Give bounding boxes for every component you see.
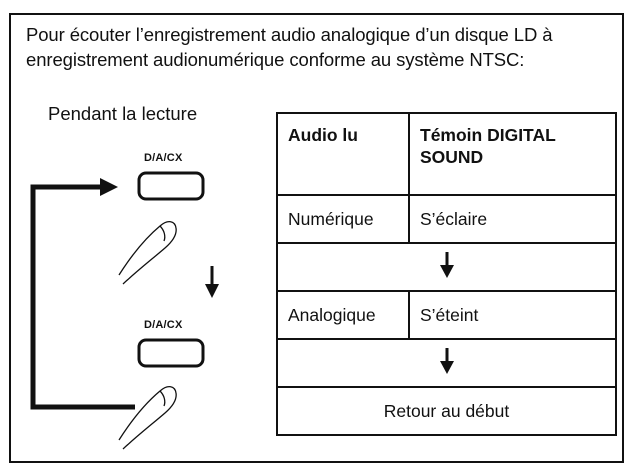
indicator-cell: S’éclaire: [408, 194, 617, 244]
loop-arrow-icon: [30, 178, 135, 410]
arrow-cell: [276, 338, 617, 388]
digital-sound-table: Audio lu Témoin DIGITAL SOUND Numérique …: [276, 112, 617, 436]
finger-icon: [118, 221, 177, 285]
column-header-indicator: Témoin DIGITAL SOUND: [408, 112, 617, 196]
dacx-button-top: [137, 171, 205, 201]
content-frame: [9, 13, 624, 463]
table-header-row: Audio lu Témoin DIGITAL SOUND: [276, 112, 617, 196]
table-row: Numérique S’éclaire: [276, 194, 617, 244]
button-label-bottom: D/A/CX: [144, 319, 183, 331]
table-arrow-row: [276, 242, 617, 292]
table-arrow-row: [276, 338, 617, 388]
return-to-start-cell: Retour au début: [276, 386, 617, 436]
indicator-cell: S’éteint: [408, 290, 617, 340]
indicator-header-line-2: SOUND: [420, 147, 484, 167]
during-playback-label: Pendant la lecture: [48, 103, 198, 124]
intro-text: Pour écouter l’enregistrement audio anal…: [26, 22, 626, 72]
audio-cell: Numérique: [276, 194, 410, 244]
intro-line-1: Pour écouter l’enregistrement audio anal…: [26, 24, 553, 45]
arrow-cell: [276, 242, 617, 292]
finger-icon: [118, 386, 177, 450]
column-header-audio: Audio lu: [276, 112, 410, 196]
down-arrow-icon: [439, 251, 454, 278]
button-label-top: D/A/CX: [144, 152, 183, 164]
indicator-header-line-1: Témoin DIGITAL: [420, 125, 556, 145]
table-row: Analogique S’éteint: [276, 290, 617, 340]
table-footer-row: Retour au début: [276, 386, 617, 436]
intro-line-2: enregistrement audionumérique conforme a…: [26, 49, 525, 70]
down-arrow-icon: [205, 266, 219, 298]
dacx-button-bottom: [137, 338, 205, 368]
down-arrow-icon: [439, 347, 454, 374]
audio-cell: Analogique: [276, 290, 410, 340]
